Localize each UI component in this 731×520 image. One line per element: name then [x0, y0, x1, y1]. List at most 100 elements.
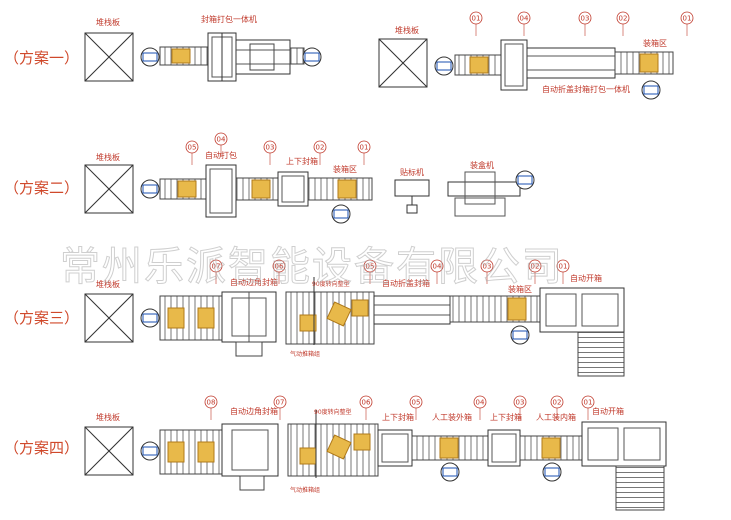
sealer-machine — [235, 39, 291, 75]
callout-circle — [473, 395, 487, 409]
callout-number: 03 — [581, 15, 590, 23]
callout-circle — [528, 259, 542, 273]
callout-circle — [313, 140, 327, 154]
callout-circle — [517, 11, 531, 25]
cartoning-machine — [447, 171, 521, 217]
pallet-label: 堆栈板 — [96, 152, 120, 162]
callout-number: 06 — [362, 399, 371, 407]
robot-icon — [440, 462, 460, 482]
carton — [337, 179, 357, 199]
callout-circle — [616, 11, 630, 25]
callout-number: 03 — [516, 399, 525, 407]
robot-icon — [140, 308, 160, 328]
p3-erector-label: 自动开箱 — [570, 273, 602, 283]
callout-number: 06 — [275, 263, 284, 271]
callout-circle — [263, 140, 277, 154]
carton — [197, 307, 215, 329]
pallet-label: 堆栈板 — [395, 25, 419, 35]
carton — [353, 433, 371, 451]
carton — [351, 299, 369, 317]
plan-4-label: （方案四） — [4, 439, 79, 457]
p3-fold-label: 自动折盖封箱 — [382, 278, 430, 288]
callout-number: 03 — [483, 263, 492, 271]
fold-seal-machine — [526, 47, 616, 79]
robot-icon — [542, 462, 562, 482]
robot-icon — [302, 47, 322, 67]
callout-circle — [272, 259, 286, 273]
strapping-machine — [500, 39, 528, 91]
callout-number: 01 — [584, 399, 593, 407]
sealer-machine — [377, 429, 413, 467]
plan-3-label: （方案三） — [4, 309, 79, 327]
callout-number: 07 — [276, 399, 285, 407]
callout-circle — [480, 259, 494, 273]
callout-number: 01 — [559, 263, 568, 271]
p4-seal-a-label: 上下封箱 — [382, 412, 414, 422]
carton — [469, 56, 489, 74]
callout-number: 05 — [188, 144, 197, 152]
p1-loading-label: 装箱区 — [643, 38, 667, 48]
callout-circle — [513, 395, 527, 409]
callout-circle — [185, 140, 199, 154]
callout-circle — [680, 11, 694, 25]
p2-label-machine-label: 贴标机 — [400, 167, 424, 177]
callout-number: 01 — [360, 144, 369, 152]
p4-erector-label: 自动开箱 — [592, 406, 624, 416]
p3-pneumatic-label: 气动推箱组 — [290, 350, 320, 358]
pallet — [378, 38, 428, 88]
p4-corner-label: 自动边角封箱 — [230, 406, 278, 416]
callout-number: 05 — [412, 399, 421, 407]
callout-number: 04 — [476, 399, 485, 407]
case-erector — [539, 287, 625, 377]
robot-icon — [515, 170, 535, 190]
carton — [639, 53, 659, 73]
callout-number: 08 — [207, 399, 216, 407]
carton — [299, 314, 317, 332]
carton — [177, 180, 197, 198]
robot-icon — [140, 47, 160, 67]
pallet-label: 堆栈板 — [96, 17, 120, 27]
carton — [507, 297, 527, 321]
callout-circle — [273, 395, 287, 409]
carton — [326, 434, 352, 460]
callout-circle — [578, 11, 592, 25]
callout-circle — [209, 259, 223, 273]
corner-sealer-machine — [221, 291, 277, 357]
watermark: 常州乐派智能设备有限公司 — [60, 244, 564, 290]
pallet — [84, 32, 134, 82]
callout-circle — [204, 395, 218, 409]
plan-1-label: （方案一） — [4, 49, 79, 67]
sealer-machine — [487, 429, 521, 467]
carton — [167, 441, 185, 463]
callout-number: 02 — [619, 15, 628, 23]
callout-number: 04 — [520, 15, 529, 23]
p3-turn-label: 90度转向整型 — [312, 280, 350, 288]
carton — [541, 437, 561, 459]
p1-left-machine-label: 封箱打包一体机 — [201, 14, 257, 24]
carton — [171, 48, 191, 64]
p4-turn-label: 90度转向整型 — [314, 408, 352, 416]
case-erector — [581, 421, 667, 511]
conveyor — [289, 47, 305, 65]
pallet-label: 堆栈板 — [96, 279, 120, 289]
pallet-label: 堆栈板 — [96, 412, 120, 422]
callout-number: 04 — [217, 136, 226, 144]
strapping-machine — [207, 32, 237, 82]
p1-right-machine-label: 自动折盖封箱打包一体机 — [542, 84, 630, 94]
plan-2-label: （方案二） — [4, 179, 79, 197]
callout-circle — [430, 259, 444, 273]
callout-circle — [214, 132, 228, 146]
robot-icon — [140, 179, 160, 199]
callout-circle — [581, 395, 595, 409]
carton — [299, 447, 317, 465]
callout-number: 05 — [366, 263, 375, 271]
robot-icon — [140, 441, 160, 461]
callout-circle — [363, 259, 377, 273]
callout-circle — [469, 11, 483, 25]
carton — [167, 307, 185, 329]
callout-circle — [359, 395, 373, 409]
p3-corner-label: 自动边角封箱 — [230, 277, 278, 287]
pallet — [84, 426, 134, 476]
